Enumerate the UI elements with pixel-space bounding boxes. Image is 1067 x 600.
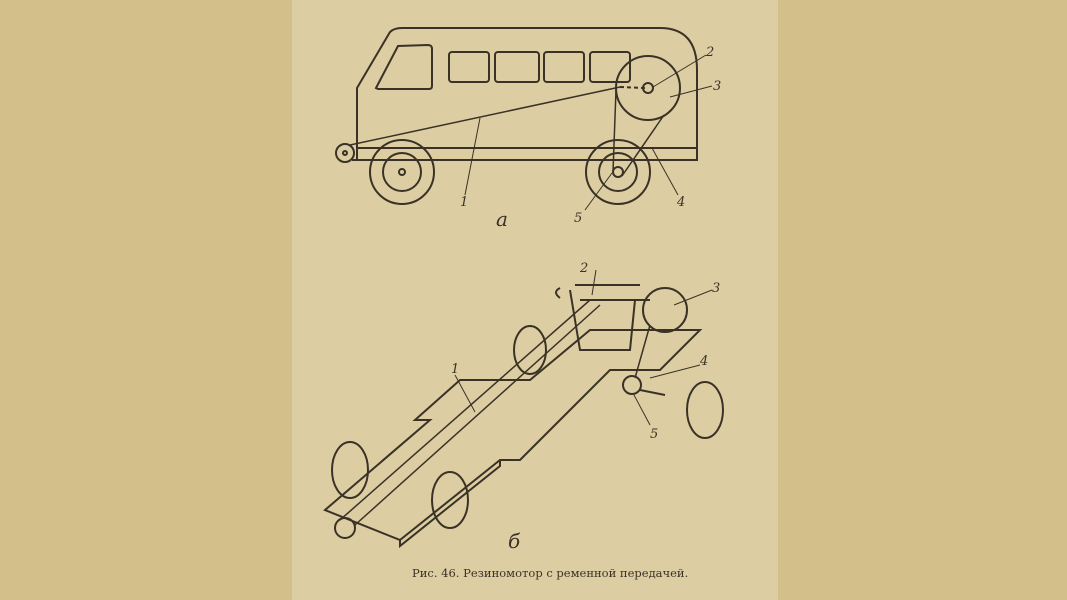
bus-body (356, 27, 698, 161)
wheel (513, 325, 547, 375)
part-label: 3 (713, 79, 721, 94)
part-label: 5 (650, 427, 658, 442)
belt (634, 324, 651, 379)
front-pulley (334, 517, 356, 539)
wheel (686, 381, 724, 439)
part-label: 1 (451, 362, 459, 377)
panel-a-label: а (496, 207, 508, 231)
small-pulley (622, 375, 642, 395)
bus-windshield (374, 43, 433, 90)
bus-window (589, 51, 631, 83)
belt (612, 89, 617, 173)
panel-b-label: б (508, 529, 521, 553)
large-pulley (615, 55, 681, 121)
part-label: 4 (699, 354, 708, 369)
hook (555, 284, 640, 299)
part-label: 5 (574, 211, 582, 226)
figure-caption: Рис. 46. Резиномотор с ременной передаче… (412, 566, 689, 580)
bus-window (543, 51, 585, 83)
motor-frame (569, 289, 650, 351)
rubber-motor (349, 86, 621, 146)
wheel (331, 441, 369, 499)
part-label: 1 (460, 195, 468, 210)
bus-window (494, 51, 540, 83)
wheel (369, 139, 435, 205)
part-label: 4 (676, 195, 685, 210)
bus-window (448, 51, 490, 83)
chassis-perspective: 1 2 3 4 5 б (323, 261, 724, 553)
part-label: 2 (705, 45, 714, 60)
rubber-motor (339, 299, 591, 521)
front-pulley (335, 143, 355, 163)
wheel (431, 471, 469, 529)
bus-side-view: 1 2 3 4 5 а (335, 27, 721, 231)
part-label: 3 (712, 281, 720, 296)
part-label: 2 (579, 261, 588, 276)
large-pulley (642, 287, 688, 333)
chassis-board (323, 329, 703, 542)
wheel (585, 139, 651, 205)
